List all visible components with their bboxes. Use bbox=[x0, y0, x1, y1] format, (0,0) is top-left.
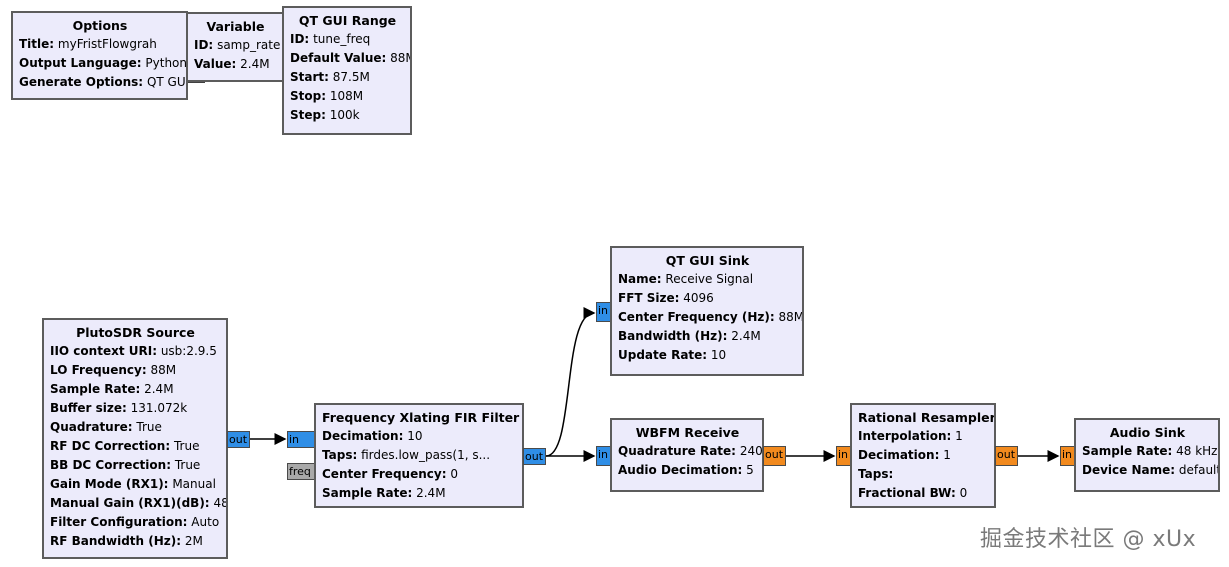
block-title: Rational Resampler bbox=[858, 410, 996, 425]
param-row: Center Frequency: 0 bbox=[322, 467, 458, 481]
param-row: Value: 2.4M bbox=[194, 57, 270, 71]
param-row: Name: Receive Signal bbox=[618, 272, 754, 286]
param-row: Manual Gain (RX1)(dB): 48 bbox=[50, 496, 228, 510]
param-row: Filter Configuration: Auto bbox=[50, 515, 220, 529]
qt-gui-sink-block[interactable]: QT GUI Sink Name: Receive Signal FFT Siz… bbox=[610, 246, 804, 376]
param-row: Start: 87.5M bbox=[290, 70, 370, 84]
freq-xlating-fir-filter-block[interactable]: Frequency Xlating FIR Filter Decimation:… bbox=[314, 403, 524, 508]
rational-resampler-block[interactable]: Rational Resampler Interpolation: 1 Deci… bbox=[850, 403, 996, 508]
param-row: Output Language: Python bbox=[19, 56, 188, 70]
param-row: Device Name: default bbox=[1082, 463, 1220, 477]
plutosdr-source-block[interactable]: PlutoSDR Source IIO context URI: usb:2.9… bbox=[42, 318, 228, 559]
param-row: Bandwidth (Hz): 2.4M bbox=[618, 329, 761, 343]
param-row: Update Rate: 10 bbox=[618, 348, 727, 362]
param-row: Audio Decimation: 5 bbox=[618, 463, 754, 477]
param-row: Buffer size: 131.072k bbox=[50, 401, 188, 415]
param-row: BB DC Correction: True bbox=[50, 458, 201, 472]
qt-gui-range-block[interactable]: QT GUI Range ID: tune_freq Default Value… bbox=[282, 6, 412, 135]
param-row: LO Frequency: 88M bbox=[50, 363, 177, 377]
xlating-out-port[interactable]: out bbox=[523, 448, 546, 465]
param-row: Sample Rate: 2.4M bbox=[322, 486, 446, 500]
wbfm-out-port[interactable]: out bbox=[763, 446, 786, 466]
options-block[interactable]: Options Title: myFristFlowgrah Output La… bbox=[11, 11, 188, 100]
block-title: Audio Sink bbox=[1109, 425, 1186, 440]
param-row: RF Bandwidth (Hz): 2M bbox=[50, 534, 203, 548]
param-row: Stop: 108M bbox=[290, 89, 364, 103]
watermark: 掘金技术社区 @ xUx bbox=[980, 527, 1197, 552]
param-row: Quadrature: True bbox=[50, 420, 162, 434]
param-row: Default Value: 88M bbox=[290, 51, 410, 65]
block-title: QT GUI Sink bbox=[665, 253, 750, 268]
param-row: Step: 100k bbox=[290, 108, 360, 122]
block-title: Variable bbox=[206, 19, 265, 34]
param-row: Sample Rate: 2.4M bbox=[50, 382, 174, 396]
param-row: Center Frequency (Hz): 88M bbox=[618, 310, 804, 324]
param-row: ID: tune_freq bbox=[290, 32, 371, 46]
wbfm-in-port[interactable]: in bbox=[596, 446, 612, 466]
wbfm-receive-block[interactable]: WBFM Receive Quadrature Rate: 240k Audio… bbox=[610, 418, 764, 492]
param-row: RF DC Correction: True bbox=[50, 439, 200, 453]
param-row: IIO context URI: usb:2.9.5 bbox=[50, 344, 217, 358]
block-title: Options bbox=[72, 18, 128, 33]
param-row: Quadrature Rate: 240k bbox=[618, 444, 763, 458]
block-title: WBFM Receive bbox=[635, 425, 740, 440]
pluto-out-port[interactable]: out bbox=[227, 431, 250, 448]
param-row: ID: samp_rate bbox=[194, 38, 281, 52]
xlating-freq-port[interactable]: freq bbox=[287, 463, 315, 480]
xlating-in-port[interactable]: in bbox=[287, 431, 315, 448]
resampler-out-port[interactable]: out bbox=[995, 446, 1018, 466]
param-row: Decimation: 1 bbox=[858, 448, 951, 462]
param-row: Generate Options: QT GUI bbox=[19, 75, 188, 89]
param-row: Sample Rate: 48 kHz bbox=[1082, 444, 1218, 458]
block-title: PlutoSDR Source bbox=[76, 325, 195, 340]
block-title: QT GUI Range bbox=[298, 13, 397, 28]
param-row: Decimation: 10 bbox=[322, 429, 423, 443]
wire-xlating-to-qtsink[interactable] bbox=[545, 307, 596, 457]
param-row: Taps: firdes.low_pass(1, s... bbox=[322, 448, 491, 462]
qt-sink-in-port[interactable]: in bbox=[596, 302, 612, 322]
param-row: Title: myFristFlowgrah bbox=[19, 37, 157, 51]
audio-sink-block[interactable]: Audio Sink Sample Rate: 48 kHz Device Na… bbox=[1074, 418, 1220, 492]
param-row: Taps: bbox=[858, 467, 894, 481]
param-row: FFT Size: 4096 bbox=[618, 291, 714, 305]
param-row: Interpolation: 1 bbox=[858, 429, 963, 443]
param-row: Fractional BW: 0 bbox=[858, 486, 968, 500]
block-title: Frequency Xlating FIR Filter bbox=[322, 410, 520, 425]
variable-block[interactable]: Variable ID: samp_rate Value: 2.4M bbox=[186, 12, 284, 82]
param-row: Gain Mode (RX1): Manual bbox=[50, 477, 216, 491]
